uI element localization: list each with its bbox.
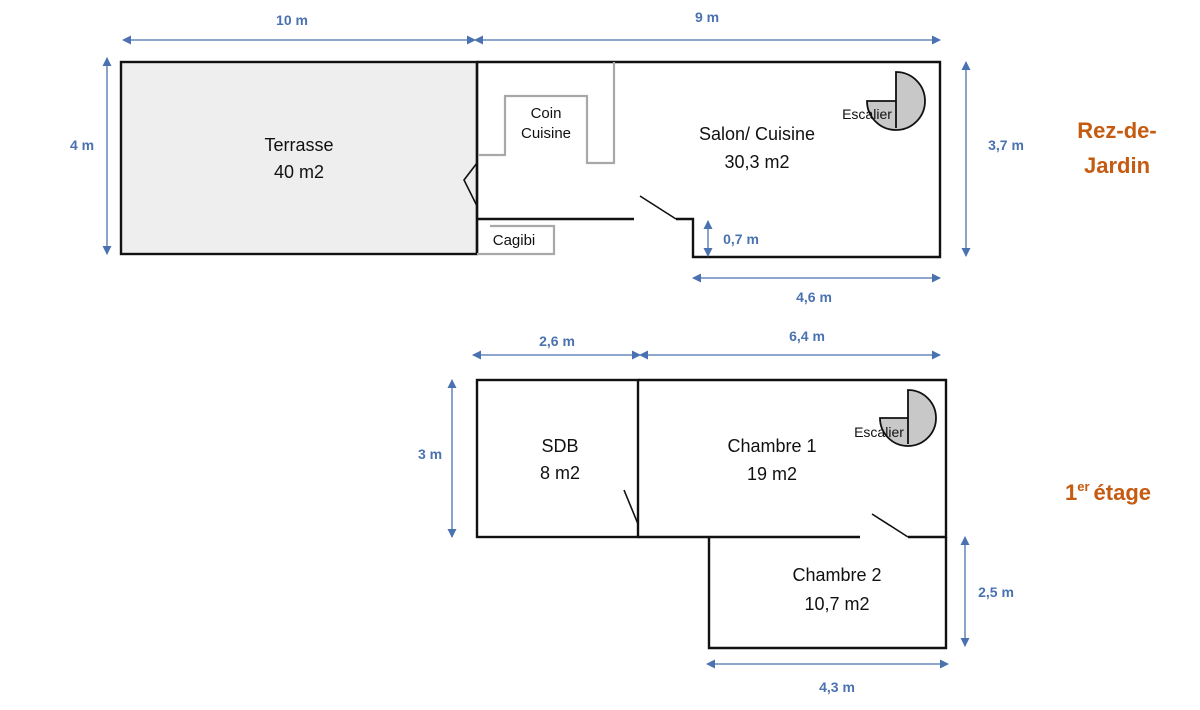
- escalier-label-etage: Escalier: [854, 424, 904, 440]
- chambre2-wall: [707, 537, 948, 650]
- coin-cuisine-wall: [479, 62, 616, 165]
- dim-etage-height: 3 m: [418, 446, 442, 462]
- dim-step-height: 0,7 m: [723, 231, 759, 247]
- chambre2-area-value: 10,7 m2: [804, 594, 869, 614]
- coin-cuisine-label-1: Coin: [531, 105, 562, 122]
- chambre1-wall: [638, 378, 948, 539]
- dim-bottom-width: 4,6 m: [796, 289, 832, 305]
- salon-area-value: 30,3 m2: [724, 152, 789, 172]
- terrasse-area-value: 40 m2: [274, 162, 324, 182]
- sdb-area-value: 8 m2: [540, 463, 580, 483]
- dim-chambre2-height: 2,5 m: [978, 584, 1014, 600]
- stair-icon: [866, 71, 926, 131]
- dim-terrasse-height: 4 m: [70, 137, 94, 153]
- chambre2-door: [871, 513, 909, 538]
- dim-chambre2-width: 4,3 m: [819, 679, 855, 695]
- rez-de-jardin-plan: Terrasse 40 m2 Coin Cuisine Cagibi Salon…: [70, 9, 1157, 305]
- escalier-label: Escalier: [842, 106, 892, 122]
- cagibi-wall: [477, 224, 556, 256]
- sdb-door: [623, 489, 639, 525]
- cagibi-label: Cagibi: [493, 232, 536, 249]
- salon-name: Salon/ Cuisine: [699, 124, 815, 144]
- dim-terrasse-width: 10 m: [276, 12, 308, 28]
- terrasse-door: [463, 162, 478, 207]
- floor-label-rdj-2: Jardin: [1084, 153, 1150, 178]
- floor-label-etage-word: étage: [1094, 480, 1151, 505]
- stair-icon-etage: [879, 389, 937, 447]
- coin-cuisine-label-2: Cuisine: [521, 125, 571, 142]
- floor-label-rdj-1: Rez-de-: [1077, 118, 1156, 143]
- dim-sdb-width: 2,6 m: [539, 333, 575, 349]
- floor-label-etage-sup: er: [1077, 479, 1089, 494]
- sdb-area: [475, 378, 640, 539]
- floor-label-etage-num: 1: [1065, 480, 1077, 505]
- salon-outer-wall: [477, 60, 942, 259]
- terrasse-area: [119, 60, 479, 256]
- dim-salon-width: 9 m: [695, 9, 719, 25]
- sdb-name: SDB: [541, 436, 578, 456]
- terrasse-name: Terrasse: [264, 135, 333, 155]
- chambre1-name: Chambre 1: [727, 436, 816, 456]
- premier-etage-plan: SDB 8 m2 Chambre 1 19 m2 Chambre 2 10,7 …: [418, 328, 1151, 695]
- salon-door: [639, 195, 677, 220]
- dim-salon-height: 3,7 m: [988, 137, 1024, 153]
- chambre2-name: Chambre 2: [792, 565, 881, 585]
- dim-chambre1-width: 6,4 m: [789, 328, 825, 344]
- chambre1-area-value: 19 m2: [747, 464, 797, 484]
